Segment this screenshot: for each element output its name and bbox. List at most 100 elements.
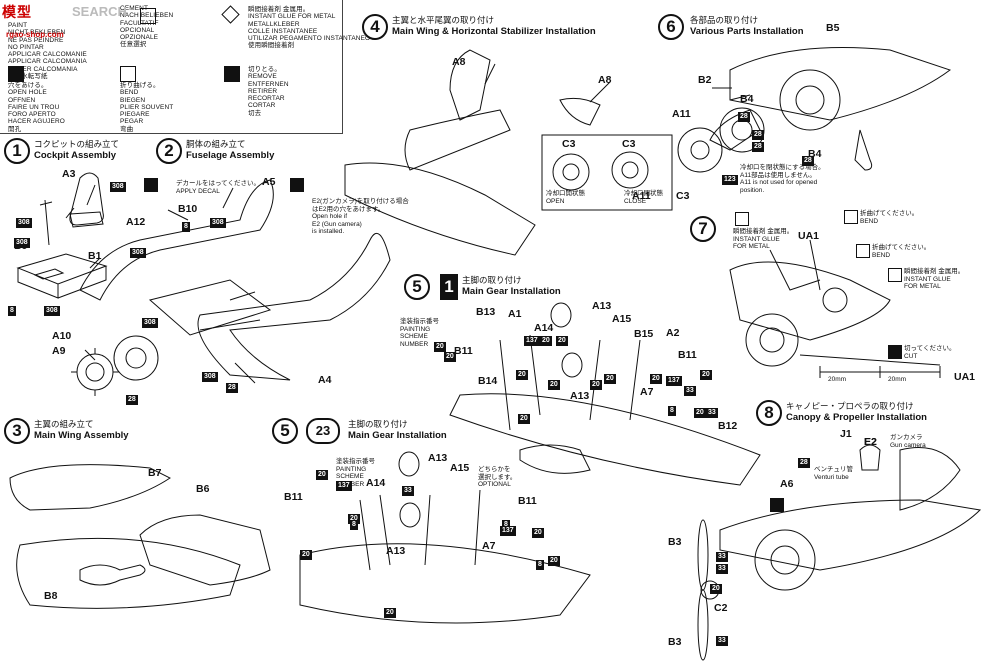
step-4-number: 4 (362, 14, 388, 40)
glue-note-2: 瞬間接着剤 金属用。 INSTANT GLUE FOR METAL (904, 268, 965, 290)
color-callout: 20 (300, 550, 312, 560)
color-callout: 308 (16, 218, 32, 228)
color-callout: 308 (14, 238, 30, 248)
color-callout: 20 (540, 336, 552, 346)
step-1-number: 1 (4, 138, 30, 164)
part-label-e2: E2 (864, 436, 877, 448)
painting-scheme-note-1: 塗装指示番号 PAINTING SCHEME NUMBER (400, 318, 439, 348)
cut-note: 切ってください。 CUT (904, 345, 956, 360)
color-callout: 20 (434, 342, 446, 352)
color-callout: 308 (44, 306, 60, 316)
cut-note-icon (888, 345, 902, 359)
part-label-a14: A14 (534, 322, 554, 334)
part-label-ua1: UA1 (798, 230, 820, 242)
part-label-c3: C3 (562, 138, 576, 150)
step5-1-gear-drawing (449, 302, 761, 486)
color-callout: 8 (536, 560, 544, 570)
part-label-b11: B11 (518, 495, 537, 507)
color-callout: 28 (126, 395, 138, 405)
step-4-en: Main Wing & Horizontal Stabilizer Instal… (392, 26, 596, 37)
main-wing-drawing (9, 464, 271, 609)
step-5a-number: 5 (404, 274, 430, 300)
decal-note: デカールをはってください。 APPLY DECAL (176, 180, 260, 195)
step-2-en: Fuselage Assembly (186, 150, 275, 161)
step-3-en: Main Wing Assembly (34, 430, 129, 441)
color-callout: 8 (350, 520, 358, 530)
color-callout: 20 (532, 528, 544, 538)
bend-note-icon-1 (844, 210, 858, 224)
step-5b-number: 5 (272, 418, 298, 444)
color-callout: 20 (444, 352, 456, 362)
step-5a-sub: 1 (440, 274, 458, 300)
e2-hole-note: E2(ガンカメラ)を取り付ける場合 はE2用の穴をあけます。 Open hole… (312, 198, 409, 235)
part-label-ua1: UA1 (954, 371, 976, 383)
part-label-b4: B4 (740, 93, 754, 105)
bend-note-icon-2 (856, 244, 870, 258)
step-1-ja: コクピットの組み立て (34, 139, 120, 149)
part-label-a2: A2 (666, 327, 680, 339)
glue-note-icon-2 (888, 268, 902, 282)
color-callout: 20 (694, 408, 706, 418)
symbol-legend-panel: PAINT NICHT BEKLEBEN NE PAS PEINDRE NO P… (0, 0, 370, 134)
color-callout: 137 (500, 526, 516, 536)
part-label-a14: A14 (366, 477, 386, 489)
part-label-b7: B7 (148, 467, 162, 479)
step-6-ja: 各部品の取り付け (690, 15, 759, 25)
part-label-b3: B3 (668, 636, 682, 648)
color-callout: 28 (752, 142, 764, 152)
part-label-b15: B15 (634, 328, 654, 340)
part-label-c3: C3 (676, 190, 690, 202)
part-label-a5: A5 (262, 176, 276, 188)
part-label-a6: A6 (780, 478, 794, 490)
part-label-a11: A11 (632, 190, 651, 202)
color-callout: 308 (210, 218, 226, 228)
part-label-c3: C3 (622, 138, 636, 150)
venturi-note: ベンチュリ管 Venturi tube (814, 466, 853, 481)
step4-airframe-drawing (344, 49, 601, 256)
color-callout: 20 (384, 608, 396, 618)
color-callout: 20 (548, 380, 560, 390)
gun-camera-note: ガンカメラ Gun camera (890, 434, 926, 449)
color-callout: 33 (402, 486, 414, 496)
part-label-a3: A3 (62, 168, 76, 180)
color-callout: 20 (700, 370, 712, 380)
part-label-j1: J1 (840, 428, 852, 440)
step-7-number: 7 (690, 216, 716, 242)
watermark-ghost-text: SEARCH (72, 4, 127, 19)
color-callout: 33 (716, 564, 728, 574)
color-callout: 20 (590, 380, 602, 390)
remove-icon (224, 66, 240, 82)
paint-symbol-icon (140, 8, 156, 24)
dimension-1: 20mm (828, 376, 847, 383)
part-label-b3: B3 (668, 536, 682, 548)
color-callout: 28 (798, 458, 810, 468)
color-callout: 308 (142, 318, 158, 328)
part-label-a1: A1 (508, 308, 522, 320)
step-5b-sub: 23 (306, 418, 340, 444)
step-8-number: 8 (756, 400, 782, 426)
color-callout: 28 (738, 112, 750, 122)
part-label-b14: B14 (478, 375, 498, 387)
part-label-a11: A11 (672, 108, 691, 120)
glue-note-icon-1 (735, 212, 749, 226)
color-callout: 20 (518, 414, 530, 424)
step-3-number: 3 (4, 418, 30, 444)
part-label-a13: A13 (386, 545, 406, 557)
step-3-ja: 主翼の組み立て (34, 419, 94, 429)
color-callout: 28 (802, 156, 814, 166)
part-label-b12: B12 (718, 420, 738, 432)
cooling-open-note: 冷却口開状態 OPEN (546, 190, 585, 205)
legend-col1b: 穴をあける。 OPEN HOLE OFFNEN FAIRE UN TROU FO… (8, 82, 65, 133)
step-5b-ja: 主脚の取り付け (348, 419, 408, 429)
step-5a-en: Main Gear Installation (462, 286, 561, 297)
part-label-a4: A4 (318, 374, 332, 386)
step-6-en: Various Parts Installation (690, 26, 804, 37)
legend-col3: 瞬間接着剤 金属用。 INSTANT GLUE FOR METAL METALL… (248, 6, 371, 50)
color-callout: 28 (226, 383, 238, 393)
color-callout: 8 (8, 306, 16, 316)
step8-aircraft-drawing (697, 444, 982, 661)
step-5a-ja: 主脚の取り付け (462, 275, 522, 285)
decal-star-icon-2 (770, 498, 784, 512)
legend-col1: PAINT NICHT BEKLEBEN NE PAS PEINDRE NO P… (8, 22, 87, 81)
legend-col3b: 切りとる。 REMOVE ENTFERNEN RETIRER RECORTAR … (248, 66, 289, 117)
